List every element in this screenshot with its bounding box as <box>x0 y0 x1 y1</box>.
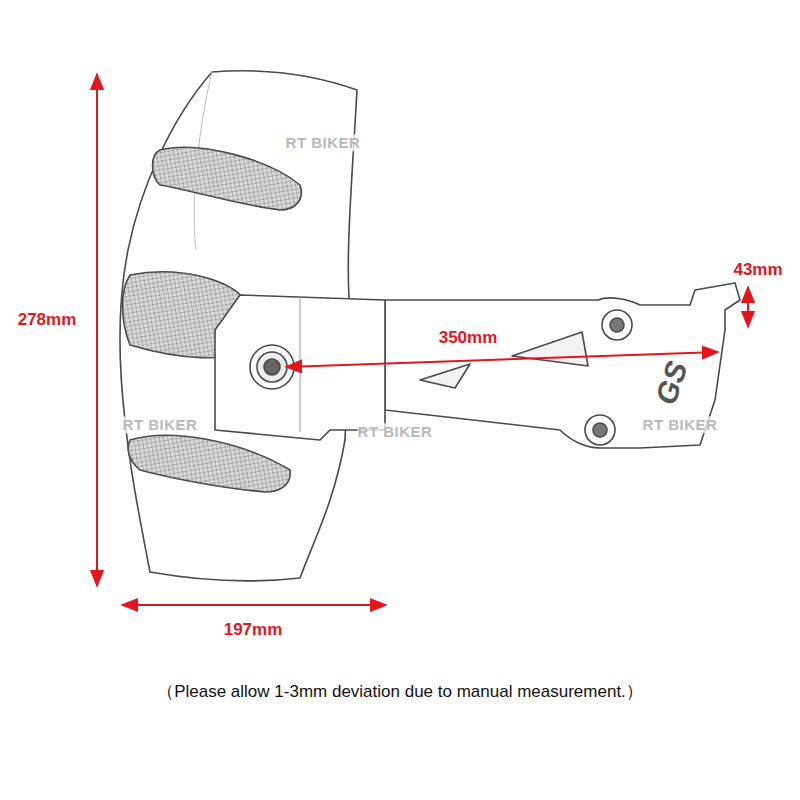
watermark: RT BIKER <box>123 416 198 433</box>
dimension-label: 43mm <box>733 260 782 280</box>
dimension-label: 350mm <box>439 328 498 348</box>
dimension-lines <box>97 74 748 605</box>
watermark: RT BIKER <box>358 423 433 440</box>
mount-bracket <box>215 283 740 448</box>
caption-note: （Please allow 1-3mm deviation due to man… <box>157 682 643 702</box>
dimension-label: 197mm <box>224 620 283 640</box>
dimension-label: 278mm <box>18 310 77 330</box>
watermark: RT BIKER <box>643 416 718 433</box>
watermark: RT BIKER <box>286 134 361 151</box>
